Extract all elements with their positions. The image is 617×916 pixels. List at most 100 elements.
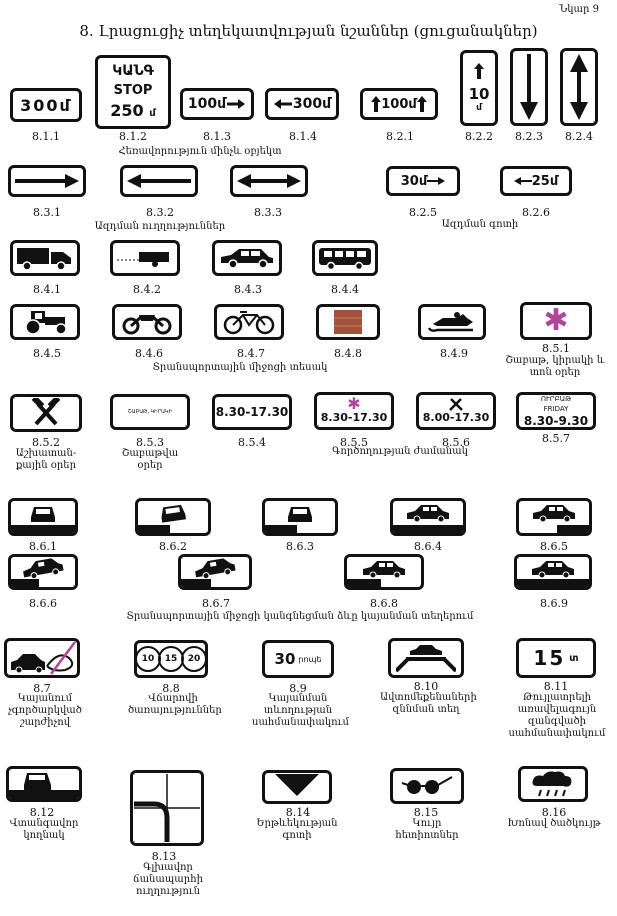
arrow-right-icon <box>227 99 246 109</box>
caption-distance: Հեռավորություն մինչև օբյեկտ <box>118 146 282 157</box>
sign-8-4-2 <box>110 240 180 276</box>
sign-number: 8.6.1 <box>29 540 57 553</box>
dangerous-shoulder <box>9 790 79 799</box>
sign-number: 8.5.3 <box>136 436 164 449</box>
sign-text: 30մ <box>400 173 428 189</box>
sign-8-6-1 <box>8 498 78 536</box>
sign-number: 8.10 <box>413 680 439 693</box>
sign-8-5-7: ՈՒՐԲԱԹ FRIDAY 8.30-9.30 <box>516 392 596 430</box>
inspection-ramp-icon <box>396 645 456 673</box>
car-front-tilted-icon <box>161 504 186 523</box>
asterisk-icon: ✱ <box>347 394 361 413</box>
sign-number: 8.4.4 <box>331 283 359 296</box>
curb <box>265 525 297 533</box>
arrow-left-icon <box>273 99 292 109</box>
arrow-up-icon <box>416 96 427 112</box>
sign-number: 8.2.6 <box>522 206 550 219</box>
curb <box>393 525 463 533</box>
sign-number: 8.6.8 <box>370 597 398 610</box>
car-front-icon <box>31 507 55 522</box>
hammers-icon <box>449 398 463 411</box>
sign-text: 15 <box>533 646 566 670</box>
sign-number: 8.6.6 <box>29 597 57 610</box>
tractor-icon <box>25 311 67 335</box>
main-road-direction-icon <box>134 774 200 842</box>
sign-8-2-2: 10 մ <box>460 50 498 126</box>
sign-8-4-8 <box>316 304 380 340</box>
sign-8-4-6 <box>112 304 182 340</box>
sign-text: 100մ <box>187 96 227 112</box>
arrow-left-right-icon <box>237 174 301 188</box>
sign-8-4-4 <box>312 240 378 276</box>
curb <box>11 525 75 533</box>
sign-8-6-8 <box>344 554 424 590</box>
sign-8-3-2 <box>120 165 198 197</box>
sign-number: 8.5.2 <box>32 436 60 449</box>
sign-text: 100մ <box>381 96 417 112</box>
sign-8-1-1: 300մ <box>10 88 82 122</box>
sign-number: 8.9 <box>289 682 307 695</box>
caption-workdays: Աշխատան-քային օրեր <box>15 448 77 471</box>
snowmobile-icon <box>427 312 473 332</box>
car-side-icon <box>533 505 575 523</box>
car-side-tilted-icon <box>23 558 64 580</box>
sign-number: 8.8 <box>162 682 180 695</box>
sign-number: 8.12 <box>29 806 55 819</box>
asterisk-icon: ✱ <box>543 303 569 338</box>
caption-vehicle-type: Տրանսպորտային միջոցի տեսակ <box>152 362 328 373</box>
curb <box>517 579 589 587</box>
sign-8-6-6 <box>8 554 78 590</box>
sign-8-5-5: ✱ 8.30-17.30 <box>314 392 394 430</box>
truck-icon <box>17 248 71 270</box>
caption-wet-surface: Խոնավ ծածկույթ <box>507 818 601 829</box>
sign-number: 8.6.7 <box>202 597 230 610</box>
arrow-up-down-icon <box>570 54 588 120</box>
sign-number: 8.5.6 <box>442 436 470 449</box>
caption-duration: Կայանման տևողության սահմանափակում <box>252 693 349 728</box>
car-side-tilted-icon <box>195 558 236 580</box>
sign-8-6-5 <box>516 498 592 536</box>
sign-day-english: FRIDAY <box>543 405 569 413</box>
arrow-right-icon <box>427 177 446 185</box>
caption-inspection: Ավտոմեքենաների զննման տեղ <box>380 692 477 715</box>
sign-number: 8.5.7 <box>542 432 570 445</box>
sign-number: 8.7 <box>33 682 51 695</box>
sign-unit: տ <box>569 652 579 664</box>
sign-number: 8.1.2 <box>119 130 147 143</box>
car-side-icon <box>363 561 405 579</box>
caption-directions: Ազդման ուղղություններ <box>94 221 226 232</box>
sign-number: 8.4.1 <box>33 283 61 296</box>
sign-8-3-1 <box>8 165 86 197</box>
sign-8-5-1: ✱ <box>520 302 592 340</box>
caption-max-weight: Թույլատրելի առավելագույն զանգվածի սահման… <box>508 692 606 739</box>
curb <box>347 579 381 587</box>
sign-number: 8.2.3 <box>515 130 543 143</box>
sign-8-4-1 <box>10 240 80 276</box>
sign-text: 25մ <box>531 173 559 189</box>
sign-unit: րոպե <box>298 654 322 664</box>
dangerous-goods-icon <box>334 310 362 334</box>
sign-number: 8.6.4 <box>414 540 442 553</box>
sign-number: 8.11 <box>543 680 569 693</box>
sign-8-14 <box>262 770 332 804</box>
sign-text: ՇԱԲԱԹ, ԿԻՐԱԿԻ <box>127 409 173 415</box>
sign-8-6-7 <box>178 554 252 590</box>
caption-zone: Ազդման գոտի <box>441 219 519 230</box>
lane-arrow-down-icon <box>275 774 319 796</box>
sign-unit: մ <box>149 107 156 119</box>
sign-text: 8.00-17.30 <box>422 411 490 424</box>
sign-number: 8.4.8 <box>334 347 362 360</box>
car-front-icon <box>24 773 51 790</box>
sign-text-line1: ԿԱՆԳ <box>112 62 154 79</box>
sign-8-1-3: 100մ <box>180 88 254 120</box>
caption-weekdays: Շաբաթվա օրեր <box>121 448 179 471</box>
car-icon <box>221 249 273 269</box>
sign-number: 8.1.1 <box>32 130 60 143</box>
sign-number: 8.3.1 <box>33 206 61 219</box>
sign-number: 8.3.2 <box>146 206 174 219</box>
caption-holidays: Շաբաթ, կիրակի և տոն օրեր <box>505 355 605 378</box>
sign-8-4-7 <box>214 304 284 340</box>
hammers-icon <box>31 398 61 426</box>
coins-icon: 10 15 20 <box>135 646 207 672</box>
trailer-icon <box>117 252 169 267</box>
